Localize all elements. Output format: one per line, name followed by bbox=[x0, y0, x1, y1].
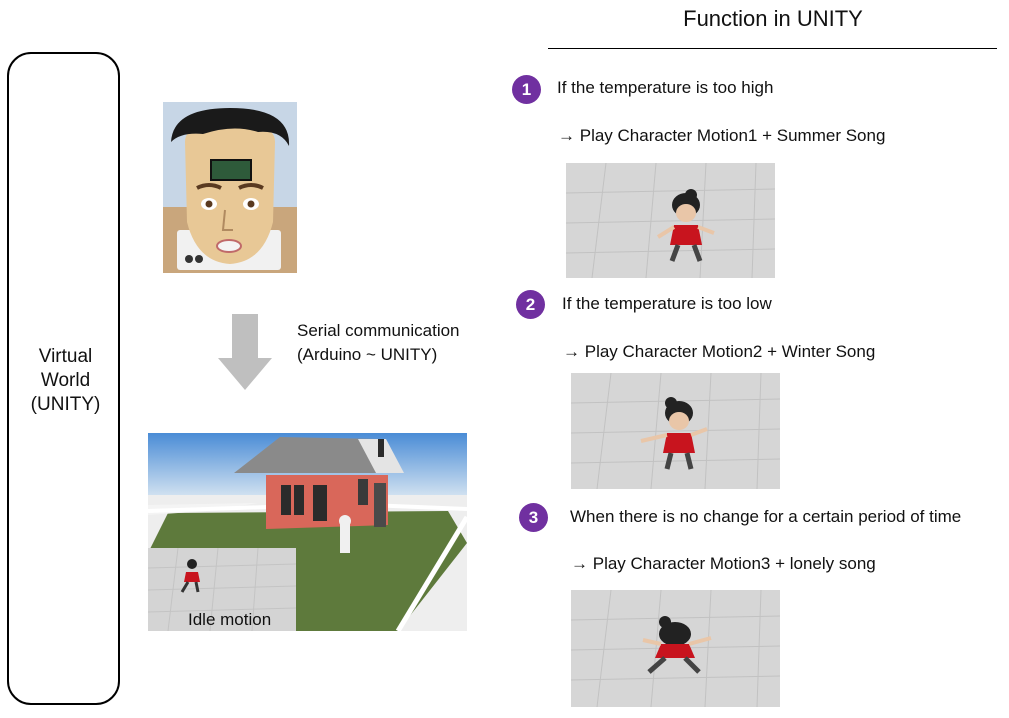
function-1-action: → Play Character Motion1 + Summer Song bbox=[558, 126, 885, 146]
right-arrow-icon: → bbox=[571, 554, 588, 573]
virtual-world-line1: Virtual bbox=[38, 346, 93, 367]
idle-motion-label: Idle motion bbox=[188, 610, 272, 629]
function-1-action-text: Play Character Motion1 + Summer Song bbox=[579, 126, 886, 145]
serial-communication-line1: Serial communication bbox=[297, 321, 460, 340]
serial-communication-text: Serial communication (Arduino ~ UNITY) bbox=[297, 319, 460, 367]
title-divider bbox=[548, 48, 997, 49]
function-1-motion-thumbnail bbox=[566, 163, 775, 278]
idle-motion-thumbnail bbox=[148, 548, 296, 631]
robot-head-photo bbox=[163, 102, 297, 273]
virtual-world-label: Virtual World (UNITY) bbox=[7, 345, 124, 417]
function-3-badge: 3 bbox=[519, 503, 548, 532]
function-2-condition: If the temperature is too low bbox=[562, 294, 772, 313]
function-2-action: → Play Character Motion2 + Winter Song bbox=[563, 342, 875, 362]
down-arrow-icon bbox=[218, 314, 272, 390]
function-3-action-text: Play Character Motion3 + lonely song bbox=[592, 554, 876, 573]
unity-house-scene bbox=[148, 433, 467, 631]
virtual-world-line3: (UNITY) bbox=[30, 394, 101, 415]
function-2-action-text: Play Character Motion2 + Winter Song bbox=[584, 342, 876, 361]
function-3-action: → Play Character Motion3 + lonely song bbox=[571, 554, 876, 574]
function-2-motion-thumbnail bbox=[571, 373, 780, 489]
function-2-badge: 2 bbox=[516, 290, 545, 319]
right-arrow-icon: → bbox=[563, 342, 580, 361]
function-1-badge: 1 bbox=[512, 75, 541, 104]
page-title: Function in UNITY bbox=[683, 6, 863, 31]
function-3-motion-thumbnail bbox=[571, 590, 780, 707]
virtual-world-frame bbox=[7, 52, 120, 705]
right-arrow-icon: → bbox=[558, 126, 575, 145]
serial-communication-line2: (Arduino ~ UNITY) bbox=[297, 345, 438, 364]
virtual-world-line2: World bbox=[40, 370, 91, 391]
function-3-condition: When there is no change for a certain pe… bbox=[570, 507, 962, 526]
function-1-condition: If the temperature is too high bbox=[557, 78, 774, 97]
